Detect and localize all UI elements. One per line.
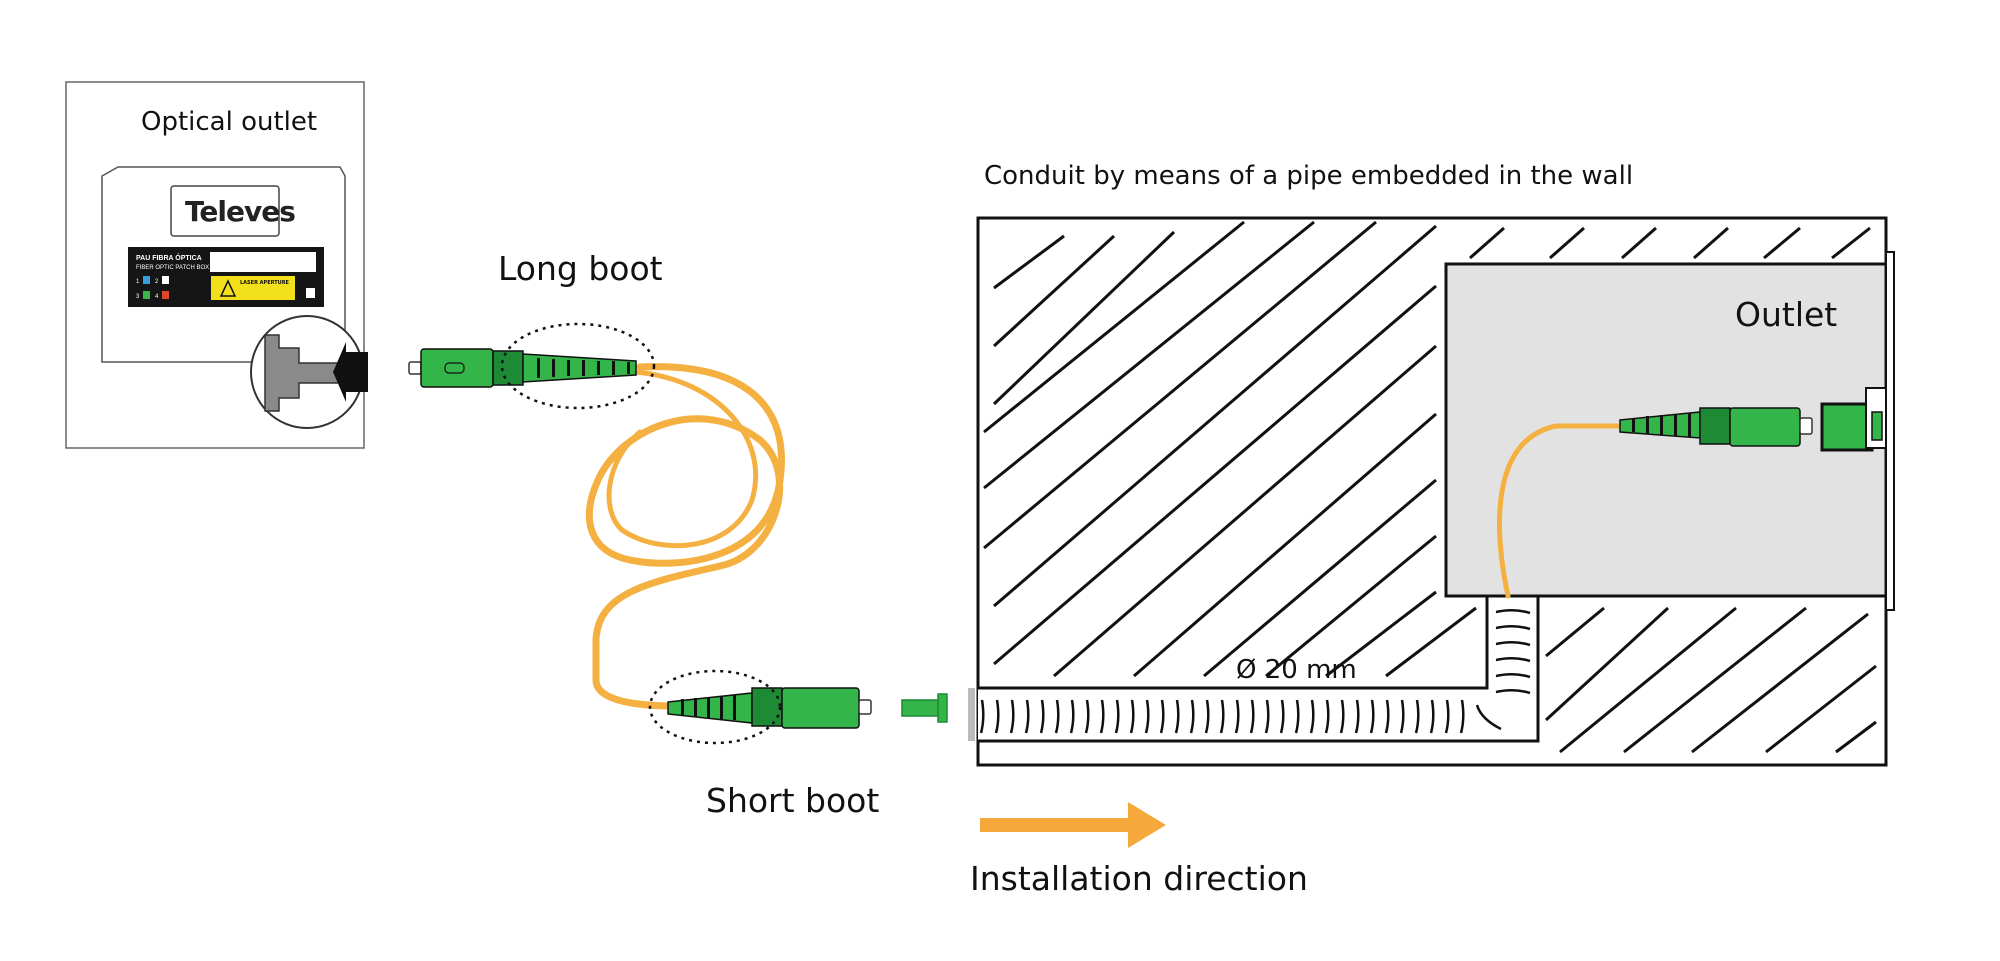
pipe-diameter-label: Ø 20 mm [1236, 655, 1357, 685]
long-boot-ribs [537, 358, 630, 378]
plate-port-icon [306, 288, 315, 298]
outlet-adapter-port [1820, 402, 1874, 452]
installation-direction-label: Installation direction [970, 859, 1308, 898]
port-icon-3 [143, 291, 150, 299]
port-label-1: 1 [136, 279, 140, 285]
cable-loop-inner [606, 369, 759, 549]
outlet-connector-ferrule [1799, 417, 1813, 435]
adapter-body [901, 699, 941, 717]
outlet-adapter-back [1871, 411, 1883, 441]
patch-cord: Long boot Short boot [408, 249, 948, 820]
wall-hatching [983, 220, 1877, 754]
plate-line-2: FIBER OPTIC PATCH BOX [136, 265, 209, 271]
laser-warning-text: LASER APERTURE [240, 280, 290, 286]
adapter-tip [937, 693, 948, 723]
plate-line-1: PAU FIBRA ÓPTICA [136, 253, 202, 262]
long-boot-connector [408, 322, 656, 410]
connector-body-top [420, 348, 494, 388]
laser-warning-icon [219, 279, 237, 297]
wall-section: Conduit by means of a pipe embedded in t… [968, 161, 1895, 767]
plate-label-area [210, 252, 316, 272]
port-icons: 1 2 3 4 [136, 276, 169, 300]
long-boot [522, 353, 637, 383]
fiber-cable [586, 363, 785, 710]
short-boot-connector [648, 669, 872, 745]
short-boot-highlight [648, 669, 782, 745]
short-boot-ribs [681, 695, 736, 720]
outlet-label: Outlet [1735, 295, 1837, 334]
port-icon-2 [162, 276, 169, 284]
outlet-connector [1619, 387, 1887, 452]
wall-title: Conduit by means of a pipe embedded in t… [984, 161, 1633, 191]
pipe-corrugation [979, 609, 1531, 734]
optical-outlet-panel: Optical outlet Televes PAU FIBRA ÓPTICA … [65, 81, 368, 449]
connector-collar-bottom [751, 687, 783, 727]
outlet-faceplate-edge [1885, 251, 1895, 611]
long-boot-highlight [500, 322, 656, 410]
port-icon-1 [143, 276, 150, 284]
optical-outlet-title: Optical outlet [141, 107, 317, 137]
brand-logo: Televes [185, 195, 295, 228]
connector-ferrule-top [408, 361, 422, 375]
connector-collar-top [492, 350, 524, 386]
port-label-2: 2 [155, 279, 159, 285]
outlet-connector-collar [1699, 407, 1731, 445]
port-socket-shape [264, 334, 345, 412]
installation-direction: Installation direction [970, 802, 1308, 898]
outlet-connector-body [1729, 407, 1801, 447]
short-boot-label: Short boot [706, 781, 879, 820]
brand-logo-box [170, 185, 280, 237]
connector-ferrule-bottom [858, 699, 872, 715]
direction-arrow-icon [980, 802, 1166, 848]
outlet-cable [1497, 423, 1625, 599]
pulling-adapter [901, 693, 948, 723]
connector-latch-top [444, 362, 465, 374]
port-label-3: 3 [136, 294, 140, 300]
cable-main [586, 363, 785, 710]
port-icon-4 [162, 291, 169, 299]
pipe-inlet-edge [968, 688, 975, 741]
port-label-4: 4 [155, 294, 159, 300]
long-boot-label: Long boot [498, 249, 663, 288]
connector-body-bottom [781, 687, 860, 729]
insert-arrow-icon [333, 342, 368, 402]
